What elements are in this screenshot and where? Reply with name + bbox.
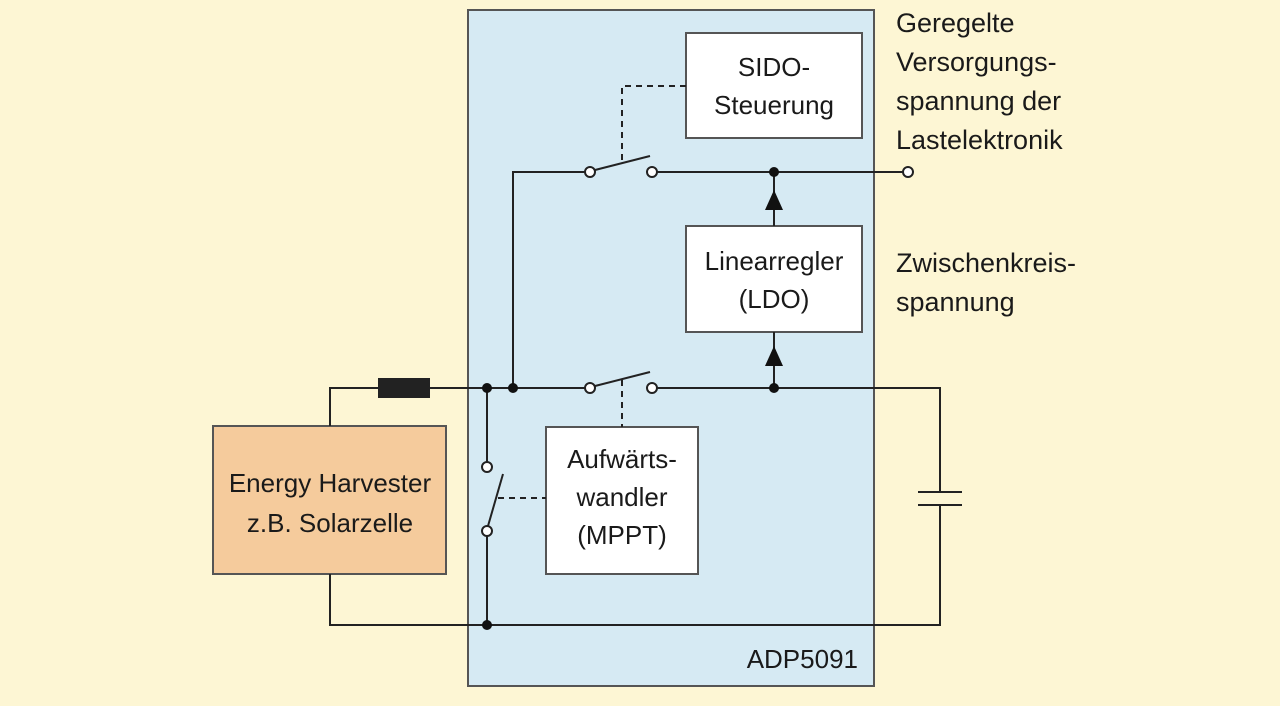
upper-switch [584, 155, 658, 178]
regulated-voltage-line3: spannung der [896, 86, 1061, 116]
output-terminal [902, 166, 914, 178]
boost-label-line2: wandler [575, 482, 667, 512]
boost-label-line3: (MPPT) [577, 520, 667, 550]
sido-label-line1: SIDO- [738, 52, 810, 82]
capacitor-symbol [918, 491, 962, 506]
ldo-label-line1: Linearregler [705, 246, 844, 276]
boost-label-line1: Aufwärts- [567, 444, 677, 474]
sido-block [685, 32, 863, 139]
regulated-voltage-line4: Lastelektronik [896, 125, 1063, 155]
arrow-up-icon [765, 190, 783, 210]
regulated-voltage-line1: Geregelte [896, 8, 1015, 38]
intermediate-voltage-line1: Zwischenkreis- [896, 248, 1076, 278]
harvester-label-line1: Energy Harvester [229, 468, 432, 498]
chip-label: ADP5091 [747, 644, 858, 674]
boost-block [545, 426, 699, 575]
sido-label-line2: Steuerung [714, 90, 834, 120]
lower-switch [584, 371, 658, 394]
ldo-label-line2: (LDO) [739, 284, 810, 314]
bypass-switch [481, 461, 504, 537]
intermediate-voltage-line2: spannung [896, 287, 1015, 317]
junction-dots [482, 167, 779, 630]
inductor-symbol [378, 378, 430, 398]
harvester-label-line2: z.B. Solarzelle [247, 508, 413, 538]
arrow-up-icon [765, 346, 783, 366]
ldo-block [685, 225, 863, 333]
control-lines [498, 85, 686, 499]
harvester-block [212, 425, 447, 575]
regulated-voltage-line2: Versorgungs- [896, 47, 1057, 77]
